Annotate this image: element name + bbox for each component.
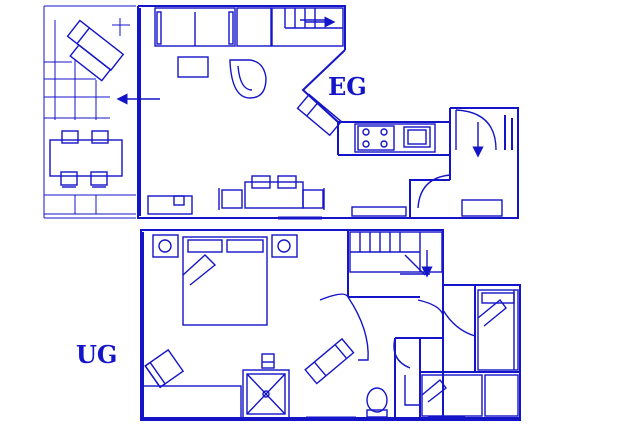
ug-armchair	[144, 348, 185, 389]
cabinet	[236, 7, 272, 47]
ug-cabinet	[142, 385, 242, 419]
recliner	[296, 93, 343, 137]
ug-stairs	[349, 231, 443, 278]
ug-recliner	[304, 337, 355, 385]
eg-stairs	[271, 7, 344, 47]
shoe-cabinet	[461, 199, 503, 217]
double-bed	[152, 234, 298, 326]
floor-label-ug: UG	[76, 340, 118, 369]
wardrobe	[484, 374, 519, 417]
kitchen-counter	[354, 123, 436, 153]
coffee-table	[177, 56, 209, 78]
single-bed	[477, 289, 519, 371]
lounger-2	[69, 43, 112, 82]
radiator	[351, 206, 407, 217]
floor-label-eg: EG	[328, 72, 367, 101]
ug-doors	[319, 293, 476, 406]
entry-door	[417, 109, 497, 209]
terrace	[43, 5, 136, 219]
sofa	[154, 7, 236, 47]
terrace-table	[49, 130, 123, 188]
eg-floor	[43, 5, 519, 220]
dining-table	[218, 175, 325, 210]
toilet	[366, 387, 388, 418]
bottom-bed	[421, 374, 483, 417]
shower	[242, 353, 290, 419]
sideboard	[147, 195, 193, 215]
lounger-1	[66, 19, 125, 72]
armchair	[229, 59, 267, 99]
ug-floor	[140, 229, 521, 421]
